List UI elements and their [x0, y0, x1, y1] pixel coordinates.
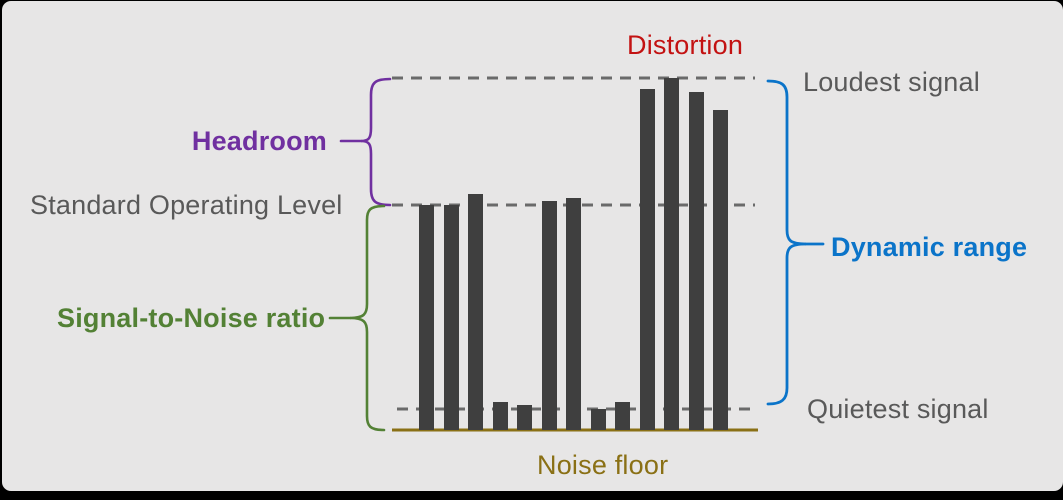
- signal-bar: [468, 194, 483, 430]
- signal-bar: [419, 205, 434, 430]
- signal-bar: [689, 92, 704, 430]
- signal-bar: [640, 89, 655, 430]
- signal-bar: [664, 78, 679, 430]
- signal-bar: [591, 409, 606, 430]
- dynamic-range-label: Dynamic range: [831, 232, 1028, 262]
- signal-bar: [493, 402, 508, 430]
- headroom-label: Headroom: [191, 126, 327, 156]
- loudest-signal-label: Loudest signal: [803, 67, 980, 97]
- signal-bar: [517, 405, 532, 430]
- distortion-label: Distortion: [627, 30, 744, 60]
- signal-bar: [444, 205, 459, 430]
- quietest-signal-label: Quietest signal: [807, 394, 989, 424]
- signal-bar: [542, 201, 557, 430]
- signal-bar: [615, 402, 630, 430]
- standard-operating-level-label: Standard Operating Level: [30, 190, 343, 220]
- signal-to-noise-ratio-label: Signal-to-Noise ratio: [57, 303, 326, 333]
- noise-floor-label: Noise floor: [537, 450, 669, 480]
- signal-bar: [713, 110, 728, 430]
- signal-bar: [566, 198, 581, 430]
